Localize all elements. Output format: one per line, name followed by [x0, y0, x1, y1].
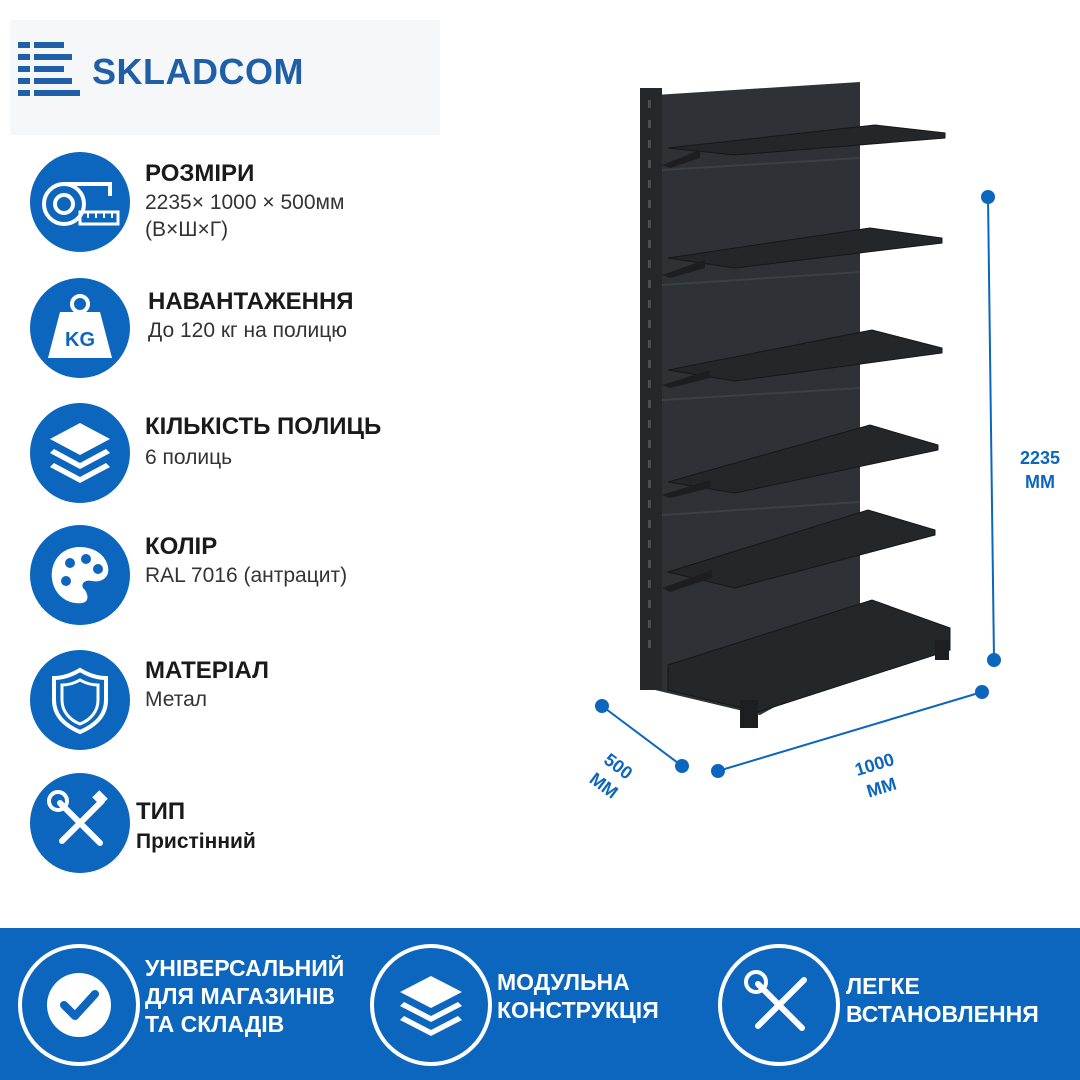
shelf-rack-image: [640, 82, 951, 728]
palette-icon: [30, 525, 130, 625]
dimension-lines: [595, 190, 1001, 778]
feature-text-color: RAL 7016 (антрацит): [145, 564, 348, 587]
benefit-universal: УНІВЕРСАЛЬНИЙ ДЛЯ МАГАЗИНІВ ТА СКЛАДІВ: [145, 955, 345, 1037]
feature-title-material: МАТЕРІАЛ: [145, 657, 269, 684]
skladcom-logo-icon: [18, 42, 80, 96]
layers-icon: [370, 944, 492, 1066]
checkmark-icon: [18, 944, 140, 1066]
feature-title-type: ТИП: [136, 798, 186, 825]
feature-text-type: Пристінний: [136, 830, 256, 853]
feature-text-shelves: 6 полиць: [145, 446, 233, 469]
shield-icon: [30, 650, 130, 750]
kg-label: KG: [65, 329, 95, 351]
benefit-modular: МОДУЛЬНА КОНСТРУКЦІЯ: [497, 969, 659, 1023]
tools-icon: [30, 773, 130, 873]
feature-title-load: НАВАНТАЖЕННЯ: [148, 288, 354, 315]
kg-weight-icon: KG: [30, 278, 130, 378]
feature-text-dimensions: 2235× 1000 × 500мм: [145, 191, 345, 214]
feature-text-material: Метал: [145, 688, 208, 711]
tape-measure-icon: [30, 152, 130, 252]
brand-name: SKLADCOM: [92, 51, 304, 92]
height-label: 2235 ММ: [1019, 448, 1061, 492]
benefits-banner: УНІВЕРСАЛЬНИЙ ДЛЯ МАГАЗИНІВ ТА СКЛАДІВ М…: [0, 928, 1080, 1080]
feature-text-dimensions-note: (В×Ш×Г): [145, 218, 229, 241]
layers-icon: [30, 403, 130, 503]
benefit-easy-install: ЛЕГКЕ ВСТАНОВЛЕННЯ: [846, 973, 1039, 1027]
feature-title-dimensions: РОЗМІРИ: [145, 160, 255, 187]
feature-title-shelves: КІЛЬКІСТЬ ПОЛИЦЬ: [145, 413, 382, 440]
tools-icon: [718, 944, 840, 1066]
feature-text-load: До 120 кг на полицю: [148, 319, 347, 342]
brand-logo: SKLADCOM: [10, 20, 440, 135]
feature-title-color: КОЛІР: [145, 533, 218, 560]
